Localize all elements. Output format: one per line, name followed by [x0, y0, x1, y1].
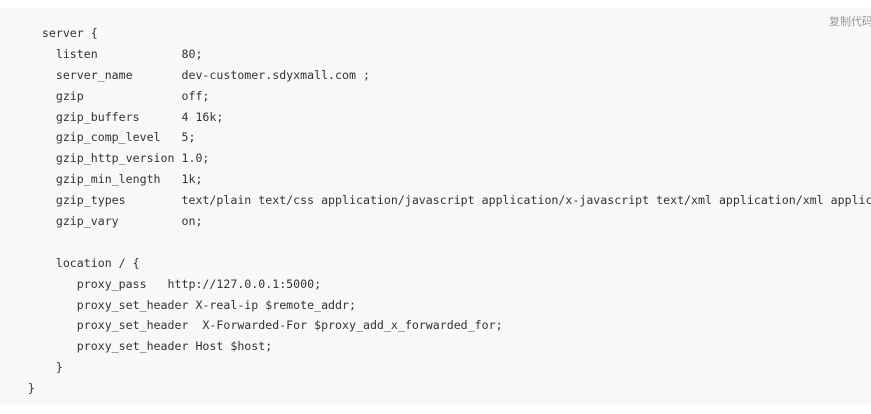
copy-code-button[interactable]: 复制代码 [829, 15, 871, 28]
code-line: proxy_set_header X-Forwarded-For $proxy_… [0, 318, 503, 333]
code-line: gzip_min_length 1k; [0, 172, 203, 187]
code-line: location / { [0, 255, 140, 270]
code-line: proxy_set_header X-real-ip $remote_addr; [0, 297, 356, 312]
code-line: proxy_set_header Host $host; [0, 339, 273, 354]
code-line: gzip_http_version 1.0; [0, 151, 210, 166]
code-block: 复制代码 server { listen 80; server_name dev… [0, 8, 871, 404]
code-line: gzip_vary on; [0, 214, 203, 229]
code-line: gzip_types text/plain text/css applicati… [55, 193, 871, 208]
code-line: gzip off; [0, 88, 210, 103]
code-line: gzip_comp_level 5; [0, 130, 196, 145]
code-line [0, 232, 871, 253]
code-content: server { listen 80; server_name dev-cust… [0, 23, 871, 399]
code-line: } [0, 360, 63, 375]
code-line: listen 80; [0, 46, 203, 61]
code-line: proxy_pass http://127.0.0.1:5000; [0, 276, 322, 291]
code-line: } [0, 381, 35, 396]
code-line: server { [0, 26, 98, 40]
code-line: server_name dev-customer.sdyxmall.com ; [0, 67, 370, 82]
code-line: gzip_buffers 4 16k; [0, 109, 224, 124]
